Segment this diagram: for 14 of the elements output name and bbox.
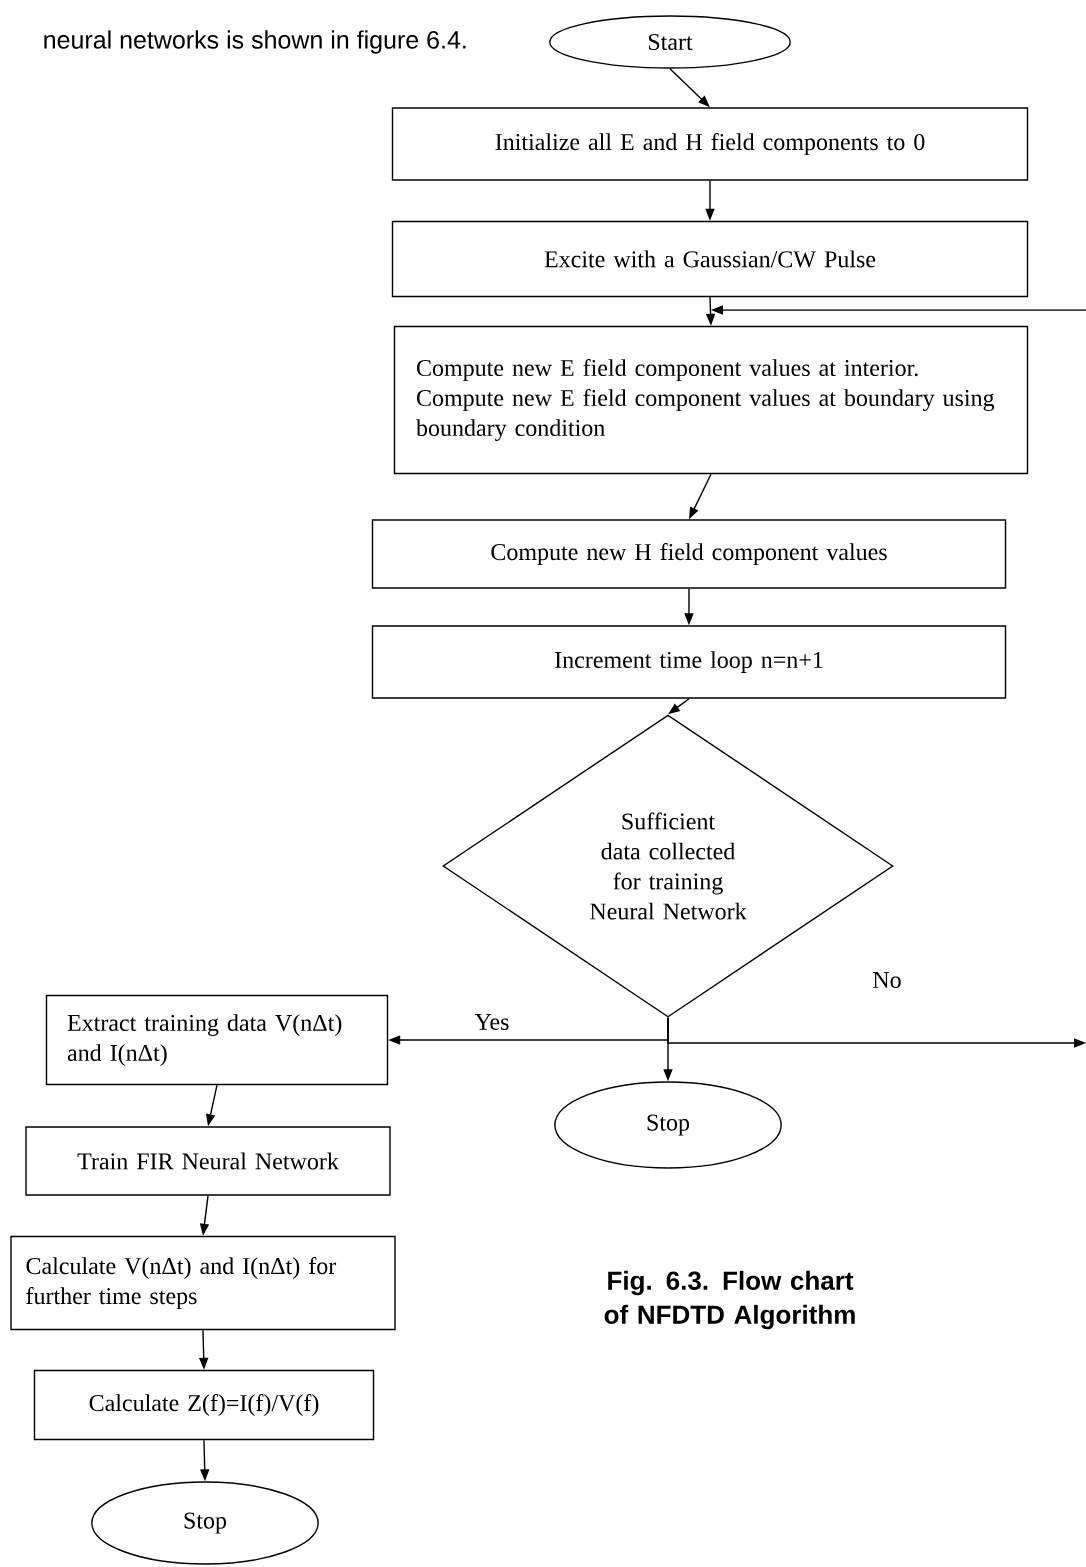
stop-oval: Stop — [554, 1081, 782, 1169]
process-box: Excite with a Gaussian/CW Pulse — [391, 220, 1029, 298]
process-box: Compute new H field component values — [371, 519, 1007, 589]
process-box: Calculate V(nΔt) and I(nΔt) for further time steps — [10, 1235, 396, 1331]
start-oval: Start — [549, 15, 791, 69]
figure-caption: Fig. 6.3. Flow chart of NFDTD Algorithm — [604, 1270, 855, 1330]
process-box: Calculate Z(f)=I(f)/V(f) — [33, 1369, 375, 1441]
process-box: Increment time loop n=n+1 — [371, 625, 1007, 699]
process-box: Extract training data V(nΔt) and I(nΔt) — [45, 994, 389, 1086]
process-box: Compute new E field component values at interior. Compute new E field component values at boundary using boundary condition — [393, 325, 1029, 475]
process-box: Initialize all E and H field components to 0 — [391, 107, 1029, 181]
stop-oval: Stop — [91, 1481, 319, 1565]
process-box: Train FIR Neural Network — [25, 1126, 391, 1196]
intro-text: neural networks is shown in figure 6.4. — [44, 30, 466, 54]
